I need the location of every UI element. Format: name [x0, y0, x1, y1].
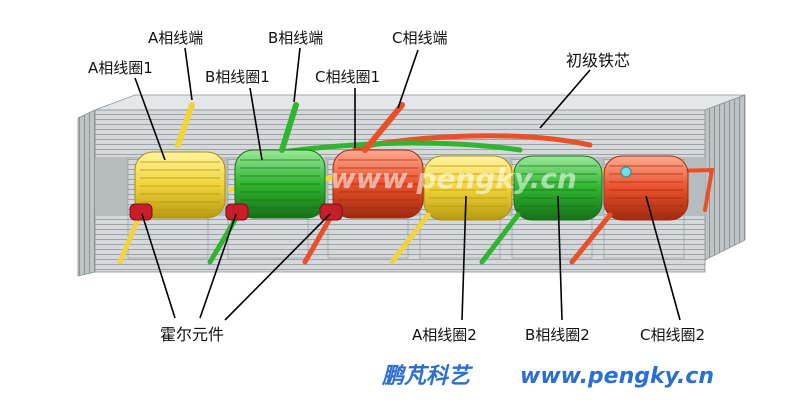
- label-c-terminal: C相线端: [392, 29, 447, 47]
- hall-elements: [129, 203, 343, 221]
- coil-c-1: [332, 149, 424, 219]
- label-a-coil-2: A相线圈2: [412, 326, 477, 344]
- hall-element-1: [129, 203, 153, 221]
- label-c-coil-1: C相线圈1: [315, 68, 380, 86]
- label-hall-element: 霍尔元件: [160, 325, 224, 344]
- pointer-lines: [134, 47, 681, 321]
- bottom-watermark-cn: 鹏芃科艺: [381, 364, 474, 389]
- label-b-coil-2: B相线圈2: [525, 326, 590, 344]
- coil-a-2: [423, 155, 513, 221]
- center-watermark: www.pengky.cn: [330, 162, 577, 195]
- label-primary-core: 初级铁芯: [566, 51, 630, 70]
- hall-element-2: [225, 203, 249, 221]
- label-b-terminal: B相线端: [268, 29, 323, 47]
- labels: A相线端 B相线端 C相线端 A相线圈1 B相线圈1 C相线圈1 初级铁芯 霍尔…: [88, 29, 705, 344]
- coil-a-1: [134, 151, 226, 219]
- label-b-coil-1: B相线圈1: [205, 68, 270, 86]
- bottom-watermark-url: www.pengky.cn: [520, 364, 714, 389]
- coil-b-1: [234, 149, 326, 219]
- hall-element-3: [319, 203, 343, 221]
- coil-c-2: [603, 155, 689, 221]
- label-a-coil-1: A相线圈1: [88, 59, 153, 77]
- wire-junction: [620, 166, 632, 178]
- label-c-coil-2: C相线圈2: [640, 326, 705, 344]
- label-a-terminal: A相线端: [148, 29, 203, 47]
